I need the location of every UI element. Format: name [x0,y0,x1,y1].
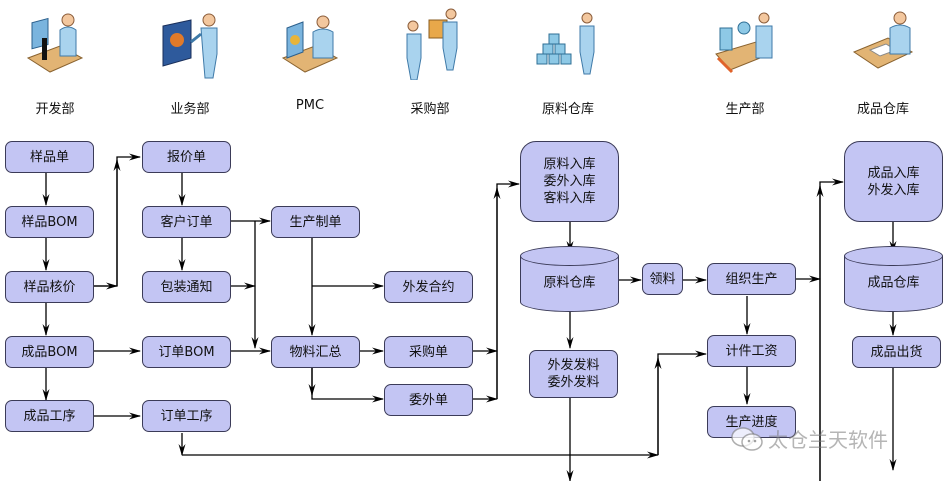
node-quotation[interactable]: 报价单 [142,141,231,173]
purchasing-handover-icon [395,8,465,81]
dept-raw-warehouse: 原料仓库 [513,0,623,117]
node-purchase-order[interactable]: 采购单 [384,336,473,368]
node-sample-bom[interactable]: 样品BOM [5,206,94,238]
watermark: 太仓兰天软件 [730,424,888,453]
developer-microscope-icon [20,8,90,80]
node-sample-costing[interactable]: 样品核价 [5,271,94,303]
node-production-order[interactable]: 生产制单 [271,206,360,238]
node-raw-warehouse[interactable]: 原料仓库 [520,246,619,312]
node-finished-warehouse[interactable]: 成品仓库 [844,246,943,312]
node-picking[interactable]: 领料 [642,263,683,295]
dept-label: 业务部 [170,102,210,117]
node-order-process[interactable]: 订单工序 [142,400,231,432]
finished-goods-desk-icon [848,8,918,80]
node-material-issue[interactable]: 外发发料 委外发料 [529,350,618,398]
dept-label: 开发部 [35,102,75,117]
edge-summary-to-outsource [311,368,384,403]
node-material-inbound[interactable]: 原料入库 委外入库 客料入库 [520,141,619,222]
dept-sales: 业务部 [135,0,245,117]
node-finished-shipment[interactable]: 成品出货 [852,336,941,368]
node-organize-production[interactable]: 组织生产 [707,263,796,295]
node-production-progress[interactable]: 生产进度 [707,406,796,438]
dept-label: 成品仓库 [856,102,909,117]
node-customer-order[interactable]: 客户订单 [142,206,231,238]
node-packing-notice[interactable]: 包装通知 [142,271,231,303]
dept-purchasing: 采购部 [375,0,485,117]
dept-label: 生产部 [725,102,765,117]
finished-warehouse-label: 成品仓库 [867,275,920,291]
dept-label: 采购部 [410,102,450,117]
node-finished-inbound[interactable]: 成品入库 外发入库 [844,141,943,222]
watermark-text: 太仓兰天软件 [768,428,888,452]
dept-pmc: PMC [255,0,365,113]
dept-label: PMC [295,98,325,113]
node-piece-wage[interactable]: 计件工资 [707,335,796,367]
dept-production: 生产部 [690,0,800,117]
dept-finished-warehouse: 成品仓库 [828,0,938,117]
dept-label: 原料仓库 [541,102,594,117]
production-conveyor-icon [710,8,780,80]
raw-warehouse-label: 原料仓库 [543,275,596,291]
node-material-summary[interactable]: 物料汇总 [271,336,360,368]
node-order-bom[interactable]: 订单BOM [142,336,231,368]
sales-presentation-icon [155,8,225,80]
dept-development: 开发部 [0,0,110,117]
wechat-icon [730,426,764,452]
planning-desk-icon [275,8,345,80]
node-product-process[interactable]: 成品工序 [5,400,94,432]
node-sample-order[interactable]: 样品单 [5,141,94,173]
node-product-bom[interactable]: 成品BOM [5,336,94,368]
raw-material-stock-icon [533,8,603,80]
node-outsource-contract[interactable]: 外发合约 [384,271,473,303]
node-outsource-order[interactable]: 委外单 [384,384,473,416]
